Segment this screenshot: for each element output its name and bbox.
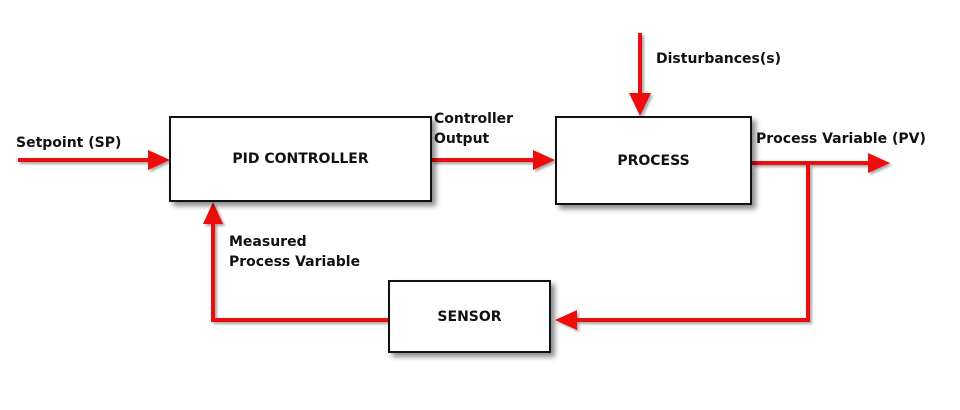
- feedback-branch-line: [575, 163, 810, 322]
- process-label: PROCESS: [617, 152, 690, 169]
- controller-output-label-line1: Controller: [434, 111, 514, 127]
- measured-label-line1: Measured: [229, 234, 307, 250]
- pid-controller-block: PID CONTROLLER: [169, 116, 432, 202]
- process-variable-label: Process Variable (PV): [756, 131, 926, 147]
- measured-label-line2: Process Variable: [229, 254, 361, 270]
- setpoint-label: Setpoint (SP): [16, 135, 122, 151]
- sensor-label: SENSOR: [437, 308, 502, 325]
- pid-controller-label: PID CONTROLLER: [232, 151, 369, 167]
- process-variable-arrow-head: [868, 153, 890, 173]
- sensor-input-arrow-head: [555, 310, 577, 330]
- disturbances-label: Disturbances(s): [656, 51, 782, 67]
- disturbance-arrow-head: [629, 93, 651, 116]
- setpoint-arrow-head: [148, 150, 170, 170]
- controller-output-label: Controller Output: [434, 109, 513, 149]
- controller-output-arrow-head: [533, 150, 555, 170]
- measured-feedback-arrow-head: [203, 202, 223, 224]
- sensor-block: SENSOR: [388, 280, 551, 353]
- measured-feedback-line: [211, 223, 388, 322]
- controller-output-label-line2: Output: [434, 131, 490, 147]
- measured-process-variable-label: Measured Process Variable: [229, 232, 360, 272]
- process-block: PROCESS: [555, 116, 752, 205]
